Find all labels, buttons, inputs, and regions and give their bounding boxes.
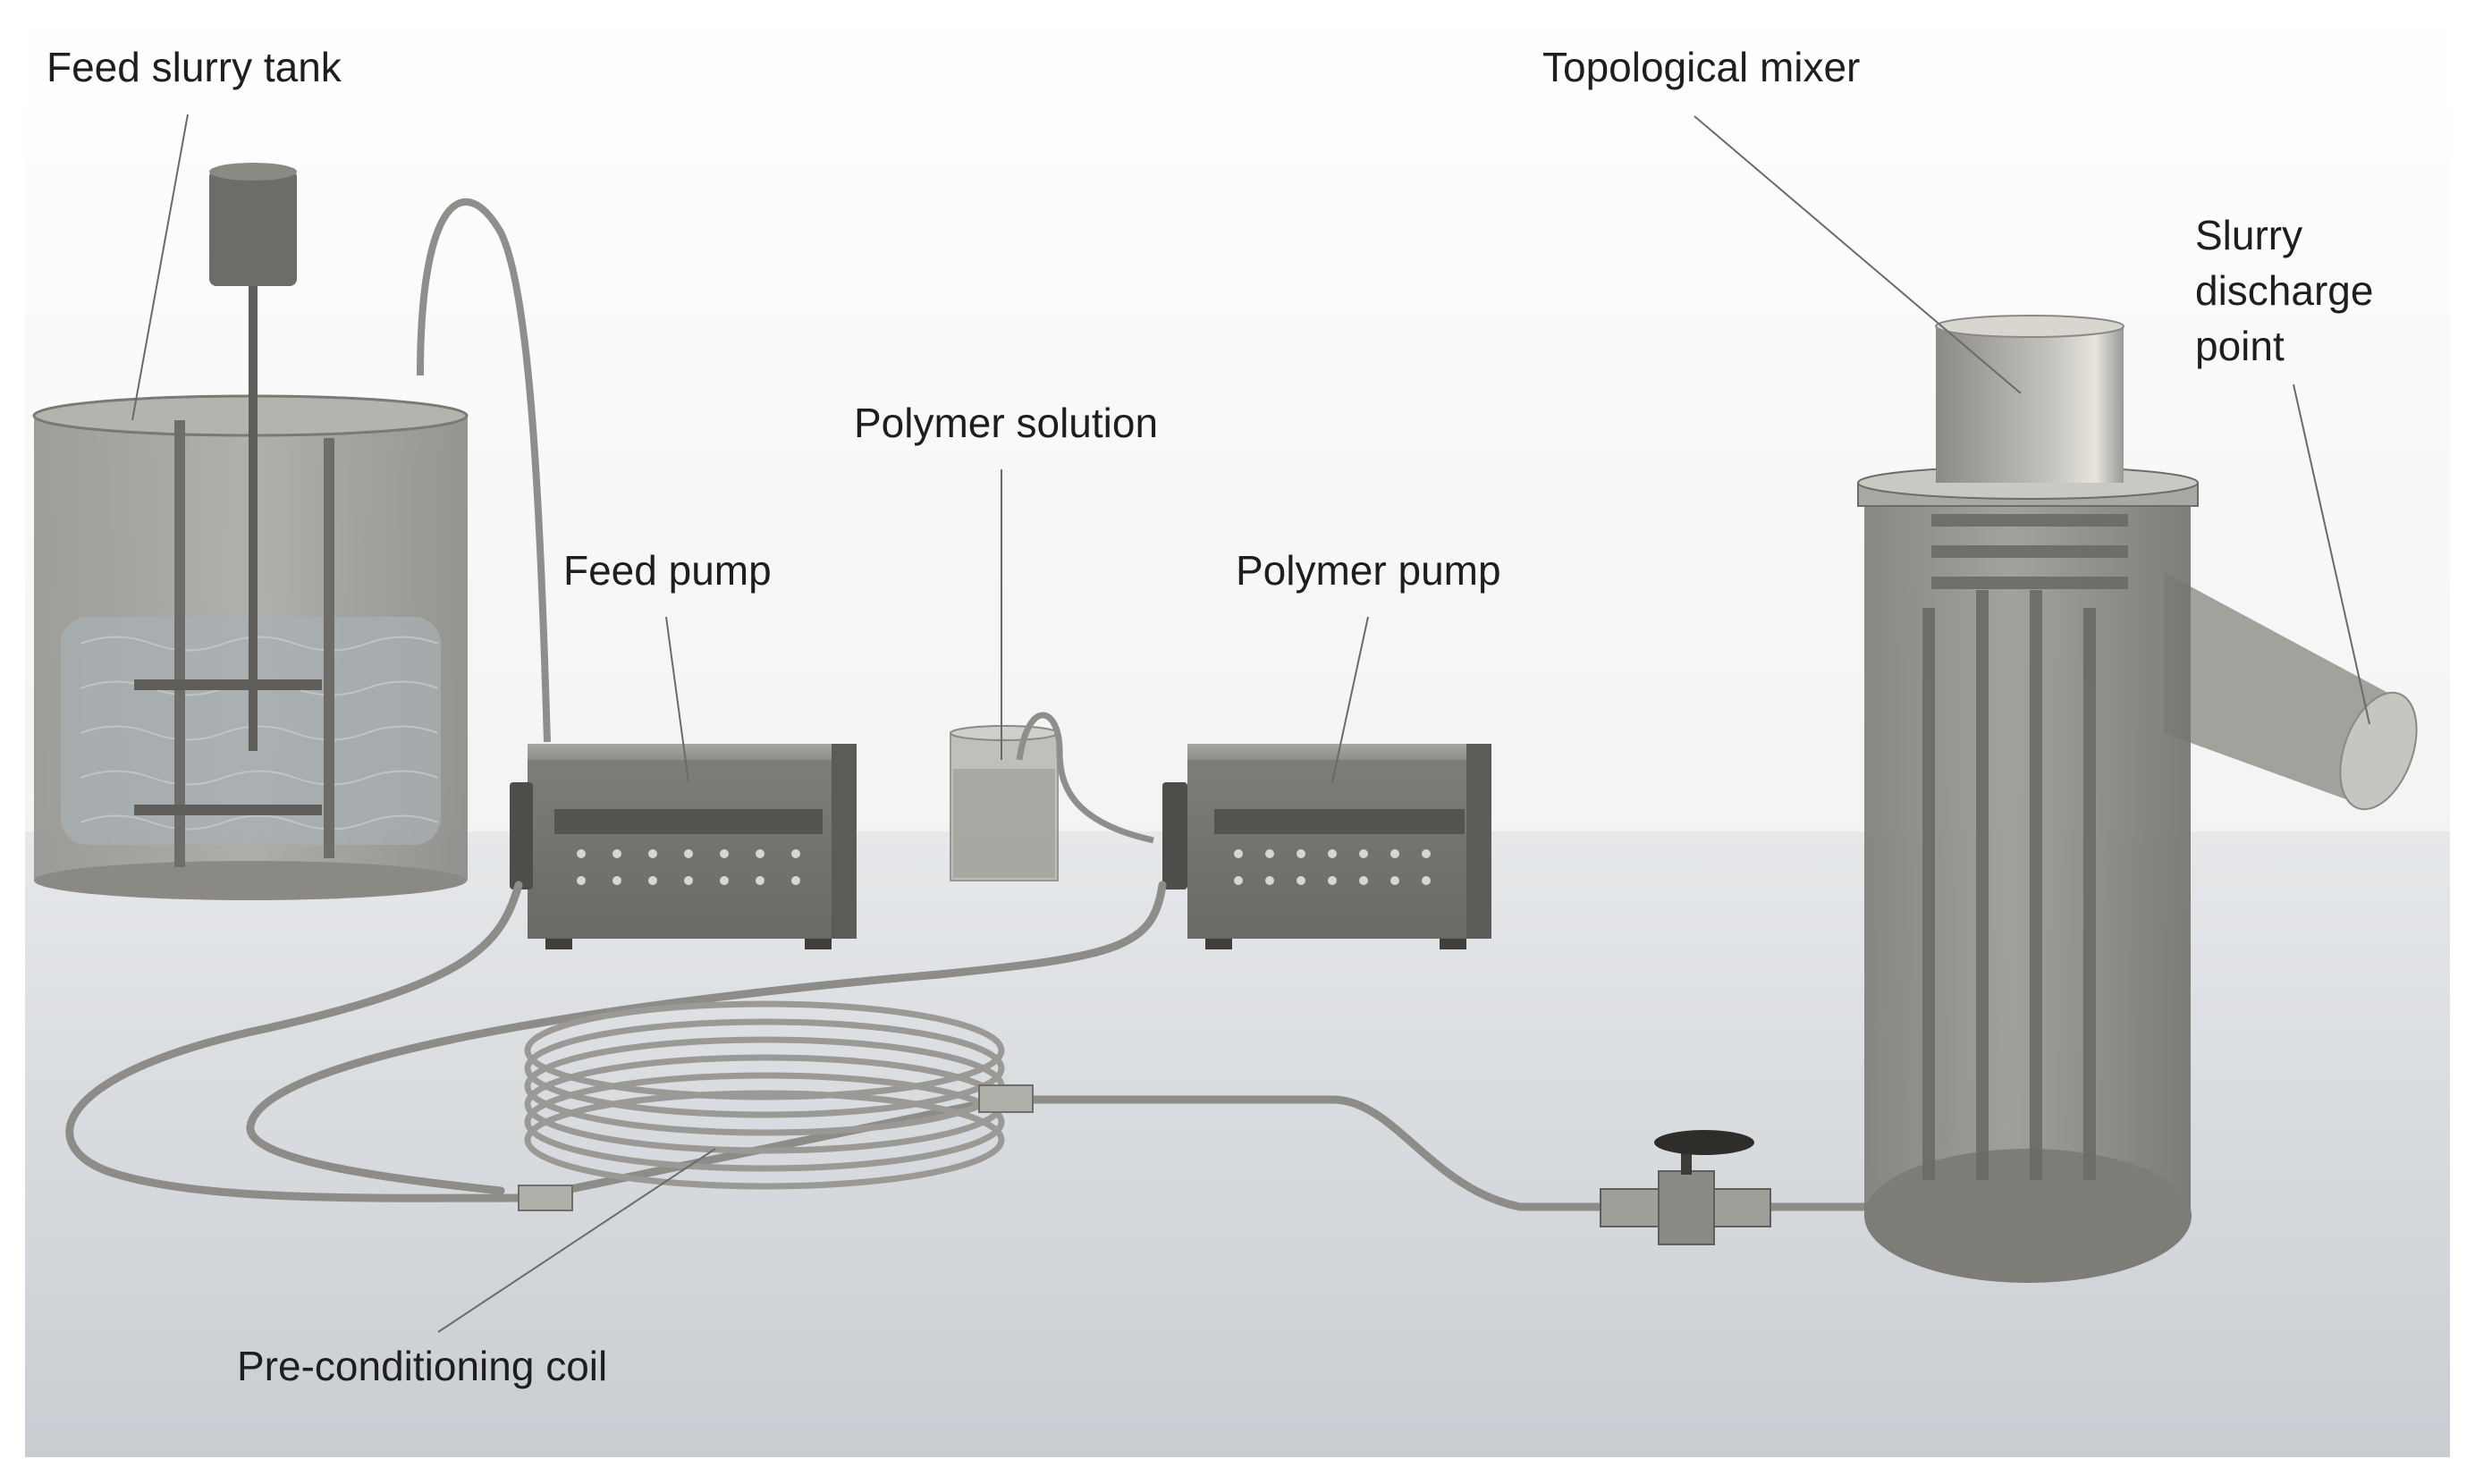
label-line: discharge xyxy=(2195,267,2374,315)
label-feed-pump: Feed pump xyxy=(563,547,772,594)
polymer-solution-beaker xyxy=(950,712,1154,881)
label-slurry-discharge-point: Slurry discharge point xyxy=(2195,207,2428,374)
leader-lines xyxy=(131,114,2370,1333)
label-polymer-solution: Polymer solution xyxy=(854,400,1159,446)
topological-mixer xyxy=(1857,315,2418,1283)
coil-inlet-fitting xyxy=(518,1185,573,1211)
feed-slurry-tank xyxy=(32,163,551,900)
feed-pump xyxy=(510,744,857,949)
label-feed-slurry-tank: Feed slurry tank xyxy=(46,44,342,90)
label-line: point xyxy=(2195,323,2285,370)
tubing xyxy=(65,881,1891,1211)
coil-outlet-fitting xyxy=(978,1084,1034,1113)
polymer-pump xyxy=(1162,744,1491,949)
ball-valve xyxy=(1600,1130,1771,1245)
label-pre-conditioning-coil: Pre-conditioning coil xyxy=(237,1343,608,1389)
label-line: Slurry xyxy=(2195,212,2303,258)
label-polymer-pump: Polymer pump xyxy=(1236,547,1501,594)
label-topological-mixer: Topological mixer xyxy=(1542,44,1861,90)
